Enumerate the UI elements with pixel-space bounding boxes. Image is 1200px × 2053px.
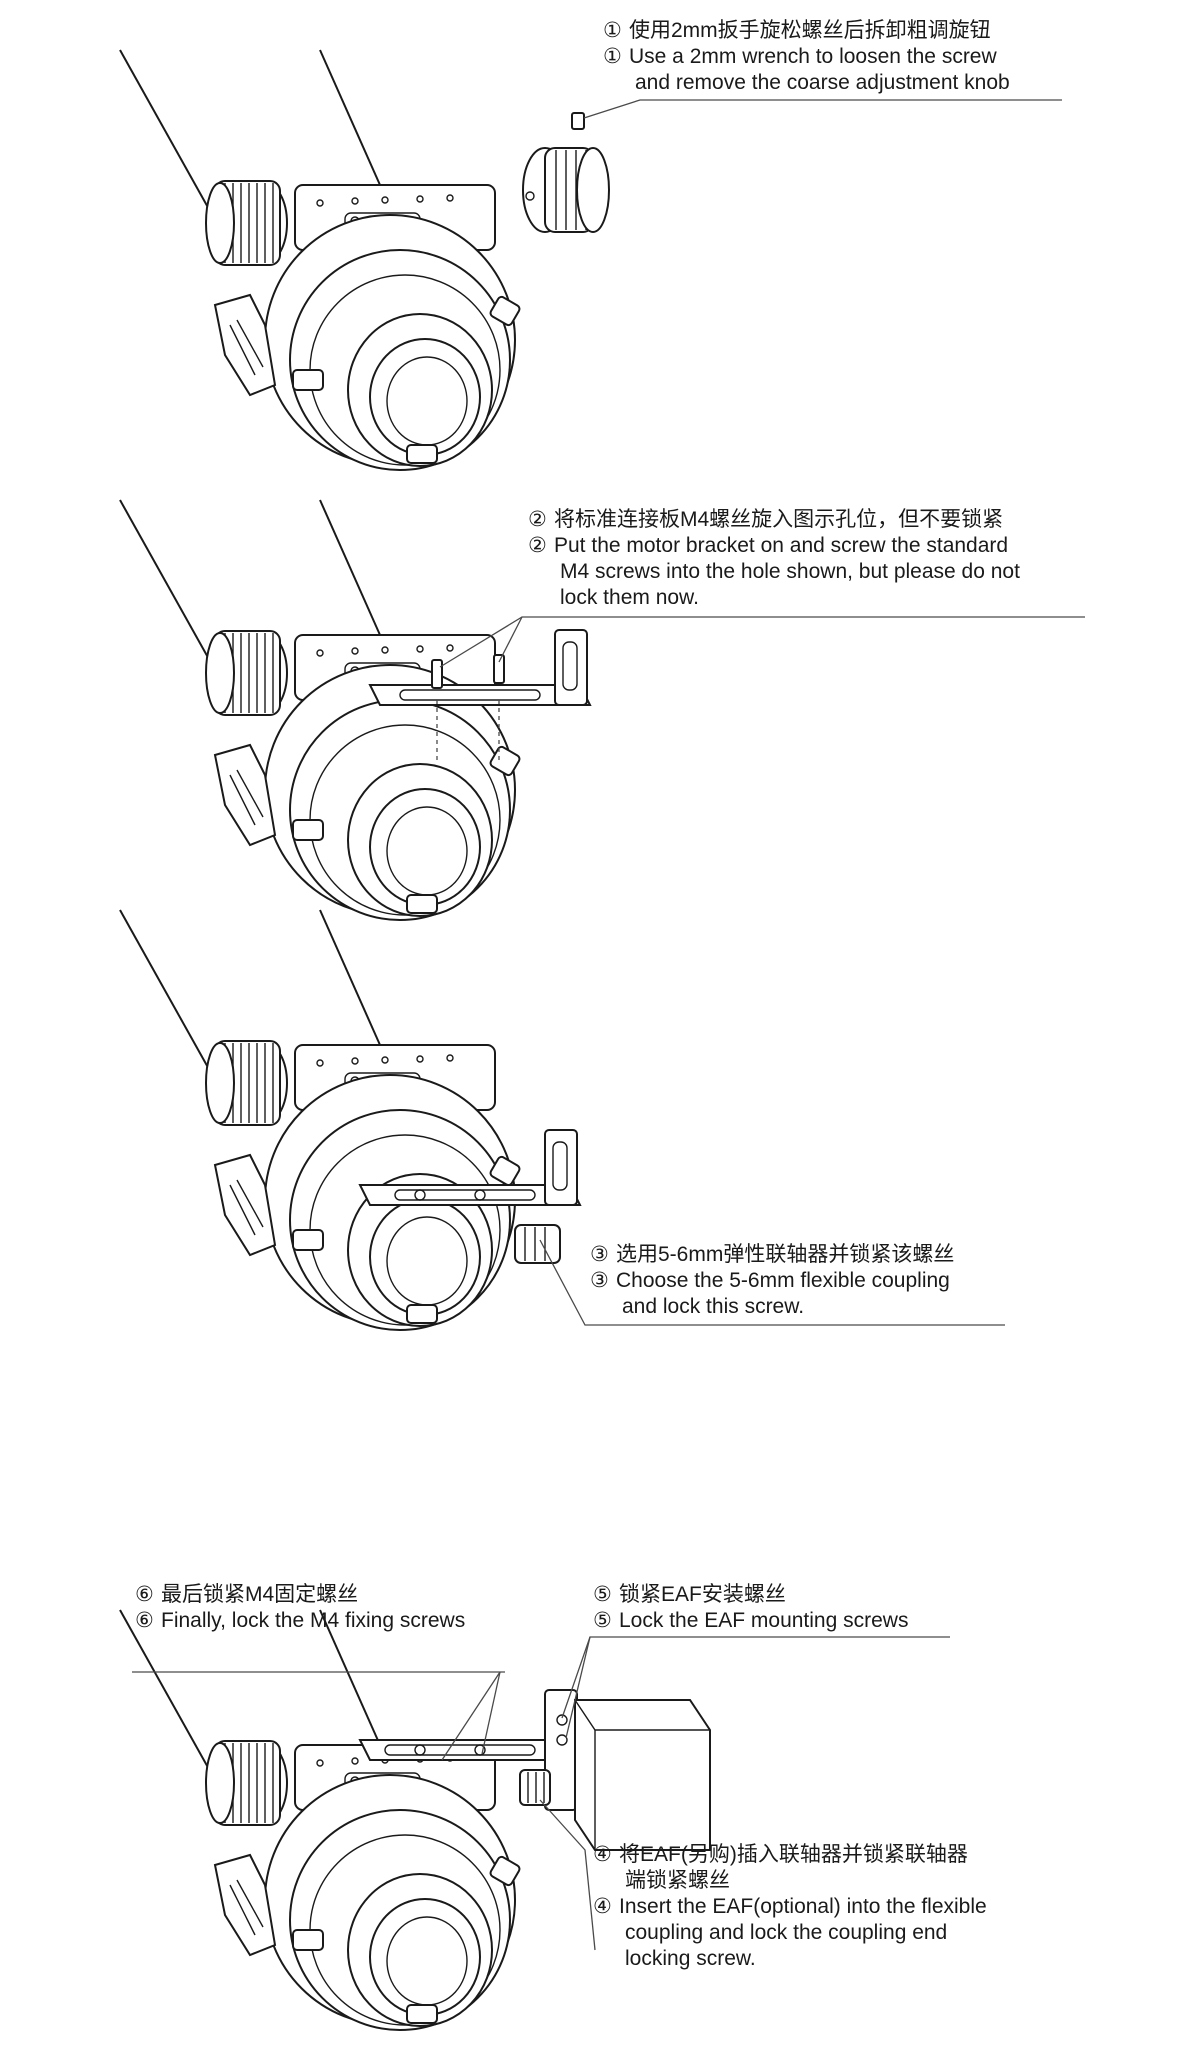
step-4-zh-text-1: 将EAF(另购)插入联轴器并锁紧联轴器 <box>619 1843 968 1866</box>
step-6-number: ⑥ <box>135 1583 154 1606</box>
step-5-en-text-1: Lock the EAF mounting screws <box>619 1609 909 1632</box>
step-2-label: ② 将标准连接板M4螺丝旋入图示孔位，但不要锁紧 ② Put the motor b… <box>528 507 1020 611</box>
step-1-zh-text: 使用2mm扳手旋松螺丝后拆卸粗调旋钮 <box>629 19 991 42</box>
step-2-number: ② <box>528 508 547 531</box>
step-4-en-text-1: Insert the EAF(optional) into the flexib… <box>619 1895 987 1918</box>
step-3-en-line-2: and lock this screw. <box>622 1295 805 1318</box>
step-2-en-line-2: M4 screws into the hole shown, but pleas… <box>560 560 1020 583</box>
step-4-number-en: ④ <box>593 1895 612 1918</box>
focuser-drawing-2 <box>119 499 592 921</box>
step-3-en-line-1: ③ Choose the 5-6mm flexible coupling <box>590 1268 954 1294</box>
step-1-en-line-1: ① Use a 2mm wrench to loosen the screw <box>603 44 1010 70</box>
step-2-zh-line: ② 将标准连接板M4螺丝旋入图示孔位，但不要锁紧 <box>528 507 1020 533</box>
step-5-number-en: ⑤ <box>593 1609 612 1632</box>
step-2-number-en: ② <box>528 534 547 557</box>
step-4-en-line-3: locking screw. <box>625 1947 756 1970</box>
step-5-zh-line: ⑤ 锁紧EAF安装螺丝 <box>593 1582 908 1608</box>
step-6-zh-text: 最后锁紧M4固定螺丝 <box>161 1583 359 1606</box>
step-4-label: ④ 将EAF(另购)插入联轴器并锁紧联轴器 端锁紧螺丝 ④ Insert the E… <box>593 1842 987 1972</box>
step-5-number: ⑤ <box>593 1583 612 1606</box>
step-1-label: ① 使用2mm扳手旋松螺丝后拆卸粗调旋钮 ① Use a 2mm wrench to… <box>603 18 1010 96</box>
step-5-en-line-1: ⑤ Lock the EAF mounting screws <box>593 1608 908 1634</box>
focuser-drawing-3 <box>119 909 582 1331</box>
step-6-en-line-1: ⑥ Finally, lock the M4 fixing screws <box>135 1608 465 1634</box>
focuser-drawing-1 <box>119 49 610 471</box>
step-3-number: ③ <box>590 1243 609 1266</box>
step-5-label: ⑤ 锁紧EAF安装螺丝 ⑤ Lock the EAF mounting screws <box>593 1582 908 1634</box>
step-3-zh-text: 选用5-6mm弹性联轴器并锁紧该螺丝 <box>616 1243 955 1266</box>
step-3-zh-line: ③ 选用5-6mm弹性联轴器并锁紧该螺丝 <box>590 1242 954 1268</box>
step-3-label: ③ 选用5-6mm弹性联轴器并锁紧该螺丝 ③ Choose the 5-6mm fl… <box>590 1242 954 1320</box>
step-6-number-en: ⑥ <box>135 1609 154 1632</box>
step-2-en-text-1: Put the motor bracket on and screw the s… <box>554 534 1009 557</box>
leader-lines <box>132 99 1085 1951</box>
step-6-en-text-1: Finally, lock the M4 fixing screws <box>161 1609 466 1632</box>
step-4-zh-line-1: ④ 将EAF(另购)插入联轴器并锁紧联轴器 <box>593 1842 987 1868</box>
step-6-label: ⑥ 最后锁紧M4固定螺丝 ⑥ Finally, lock the M4 fixing… <box>135 1582 465 1634</box>
step-3-en-text-1: Choose the 5-6mm flexible coupling <box>616 1269 950 1292</box>
step-1-zh-line: ① 使用2mm扳手旋松螺丝后拆卸粗调旋钮 <box>603 18 1010 44</box>
step-4-en-line-2: coupling and lock the coupling end <box>625 1921 948 1944</box>
step-4-number: ④ <box>593 1843 612 1866</box>
step-2-en-line-1: ② Put the motor bracket on and screw the … <box>528 533 1020 559</box>
step-6-zh-line: ⑥ 最后锁紧M4固定螺丝 <box>135 1582 465 1608</box>
step-2-zh-text: 将标准连接板M4螺丝旋入图示孔位，但不要锁紧 <box>554 508 1004 531</box>
focuser-drawing-4 <box>119 1609 711 2031</box>
step-1-en-line-2: and remove the coarse adjustment knob <box>635 71 1010 94</box>
step-4-zh-line-2: 端锁紧螺丝 <box>625 1869 730 1892</box>
step-1-en-text-1: Use a 2mm wrench to loosen the screw <box>629 45 997 68</box>
step-2-en-line-3: lock them now. <box>560 586 699 609</box>
step-4-en-line-1: ④ Insert the EAF(optional) into the flexi… <box>593 1894 987 1920</box>
step-1-number: ① <box>603 19 622 42</box>
step-3-number-en: ③ <box>590 1269 609 1292</box>
step-5-zh-text: 锁紧EAF安装螺丝 <box>619 1583 786 1606</box>
step-1-number-en: ① <box>603 45 622 68</box>
